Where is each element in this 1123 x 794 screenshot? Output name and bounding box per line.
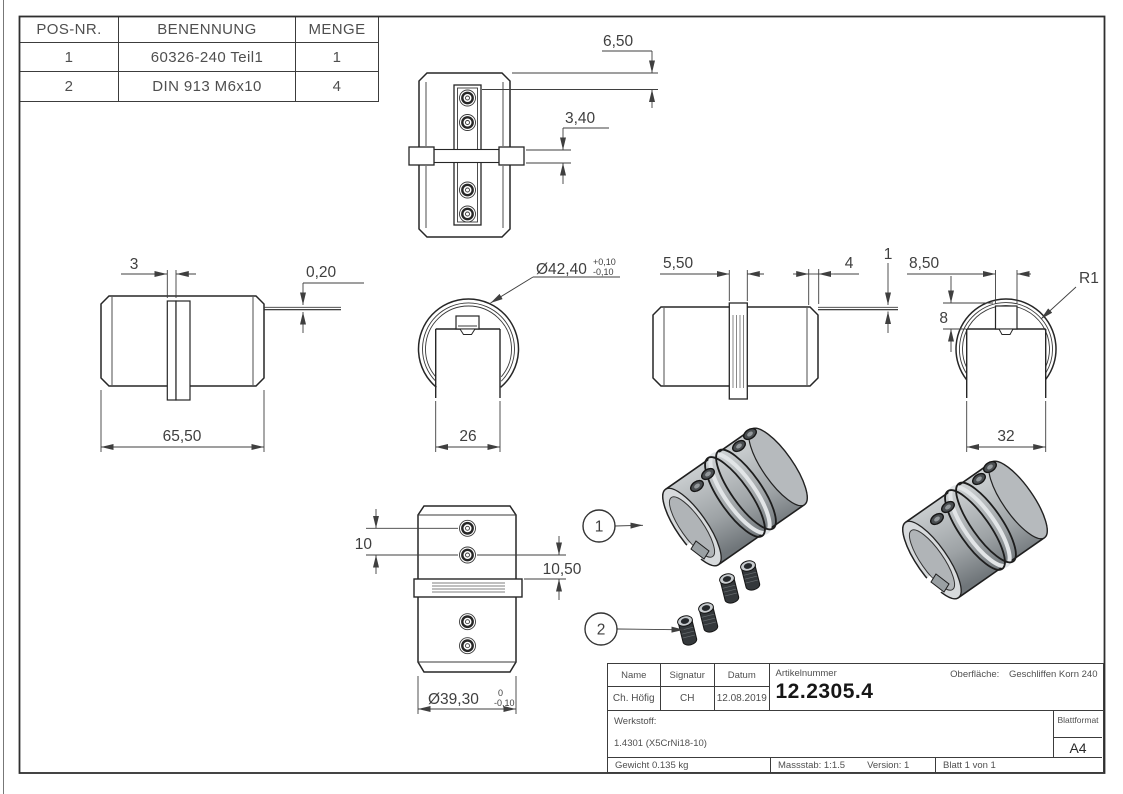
dim-65-50-text: 65,50 bbox=[163, 428, 202, 445]
dim-r1: R1 bbox=[1040, 270, 1099, 320]
tb-blattformat-label: Blattformat bbox=[1057, 715, 1099, 725]
tb-gewicht: Gewicht 0.135 kg bbox=[608, 757, 771, 773]
dim-26-text: 26 bbox=[459, 428, 476, 445]
dim-r1-text: R1 bbox=[1079, 270, 1099, 287]
dim-dia-42-40-tol-plus: +0,10 bbox=[593, 257, 616, 267]
balloon-1: 1 bbox=[582, 509, 644, 543]
tb-artikelnummer-value: 12.2305.4 bbox=[775, 680, 874, 703]
dim-dia-42-40-text: Ø42,40 bbox=[536, 261, 587, 278]
tb-oberflaeche: Oberfläche: Geschliffen Korn 240 bbox=[950, 669, 1097, 680]
tb-datum-label: Datum bbox=[715, 664, 770, 687]
dim-dia-39-30-tol-top: 0 bbox=[498, 688, 503, 698]
bom-table: POS-NR. BENENNUNG MENGE 1 60326-240 Teil… bbox=[19, 16, 379, 102]
tb-datum-value: 12.08.2019 bbox=[715, 687, 770, 711]
dim-dia-42-40: Ø42,40 +0,10 -0,10 bbox=[490, 257, 620, 304]
iso-view-2 bbox=[893, 454, 1056, 607]
dim-65-50: 65,50 bbox=[100, 390, 265, 452]
side-view-left bbox=[100, 295, 341, 401]
bom-row1-pos: 1 bbox=[20, 43, 119, 72]
bom-header-menge: MENGE bbox=[296, 17, 378, 43]
set-screws bbox=[676, 558, 762, 648]
section-view-right bbox=[955, 298, 1057, 398]
bom-row1-name: 60326-240 Teil1 bbox=[119, 43, 296, 72]
dim-10-50-text: 10,50 bbox=[543, 561, 582, 578]
balloon-1-label: 1 bbox=[595, 519, 604, 536]
dim-8-50: 8,50 bbox=[907, 255, 1031, 304]
dim-10-50: 10,50 bbox=[477, 536, 582, 600]
dim-3: 3 bbox=[121, 256, 196, 298]
dim-1-text: 1 bbox=[884, 246, 893, 263]
dim-8: 8 bbox=[939, 276, 993, 352]
dim-5-50: 5,50 bbox=[660, 255, 764, 301]
tb-blattformat-cell: Blattformat A4 bbox=[1054, 711, 1102, 758]
top-view bbox=[408, 72, 525, 238]
balloon-2-label: 2 bbox=[597, 622, 606, 639]
tb-werkstoff-value: 1.4301 (X5CrNi18-10) bbox=[614, 738, 707, 749]
tb-name-value: Ch. Höfig bbox=[608, 687, 661, 711]
dim-0-20-text: 0,20 bbox=[306, 264, 337, 281]
tb-massstab-cell: Massstab: 1:1.5 Version: 1 bbox=[771, 757, 936, 773]
dim-4: 4 bbox=[793, 255, 859, 305]
tb-artikelnummer-label: Artikelnummer bbox=[775, 668, 837, 679]
tb-blattformat-value: A4 bbox=[1054, 737, 1102, 759]
dim-dia-39-30-text: Ø39,30 bbox=[428, 691, 479, 708]
side-view-right bbox=[652, 302, 898, 400]
tb-werkstoff-label: Werkstoff: bbox=[614, 716, 657, 727]
title-block: Name Signatur Datum Ch. Höfig CH 12.08.2… bbox=[607, 663, 1104, 773]
dim-1: 1 bbox=[884, 246, 893, 333]
dim-3-text: 3 bbox=[130, 256, 139, 273]
tb-name-label: Name bbox=[608, 664, 661, 687]
tb-oberflaeche-label: Oberfläche: bbox=[950, 669, 1000, 680]
front-view-holes bbox=[459, 519, 476, 655]
dim-3-40: 3,40 bbox=[526, 110, 609, 184]
dim-6-50: 6,50 bbox=[482, 33, 658, 108]
dim-dia-39-30-tol-bottom: -0,10 bbox=[494, 698, 515, 708]
tb-massstab: Massstab: 1:1.5 bbox=[778, 759, 846, 771]
dim-6-50-text: 6,50 bbox=[603, 33, 634, 50]
top-view-holes bbox=[459, 89, 476, 223]
tb-signatur-value: CH bbox=[660, 687, 715, 711]
bom-header-benennung: BENENNUNG bbox=[119, 17, 296, 43]
dim-10-text: 10 bbox=[355, 536, 373, 553]
dim-3-40-text: 3,40 bbox=[565, 110, 596, 127]
sheet-border bbox=[18, 15, 1106, 774]
bom-row2-name: DIN 913 M6x10 bbox=[119, 72, 296, 101]
dim-5-50-text: 5,50 bbox=[663, 255, 694, 272]
dim-8-text: 8 bbox=[939, 310, 948, 327]
bom-header-pos: POS-NR. bbox=[20, 17, 119, 43]
bom-row2-pos: 2 bbox=[20, 72, 119, 101]
dim-26: 26 bbox=[435, 401, 501, 452]
section-view-left bbox=[417, 298, 520, 398]
tb-signatur-label: Signatur bbox=[660, 664, 715, 687]
dim-dia-42-40-tol-minus: -0,10 bbox=[593, 267, 614, 277]
front-view bbox=[413, 505, 523, 673]
dim-32-text: 32 bbox=[997, 428, 1014, 445]
dim-0-20: 0,20 bbox=[300, 264, 364, 333]
iso-view-1 bbox=[653, 421, 816, 574]
dim-dia-39-30: Ø39,30 0 -0,10 bbox=[417, 676, 517, 714]
dim-4-text: 4 bbox=[845, 255, 854, 272]
dim-32: 32 bbox=[966, 401, 1047, 452]
bom-row1-qty: 1 bbox=[296, 43, 378, 72]
tb-artikelnummer-cell: Artikelnummer 12.2305.4 Oberfläche: Gesc… bbox=[769, 664, 1104, 711]
tb-blatt: Blatt 1 von 1 bbox=[943, 759, 996, 771]
tb-oberflaeche-value: Geschliffen Korn 240 bbox=[1008, 669, 1098, 680]
tb-version: Version: 1 bbox=[867, 759, 910, 771]
dim-8-50-text: 8,50 bbox=[909, 255, 940, 272]
tb-werkstoff-cell: Werkstoff: 1.4301 (X5CrNi18-10) bbox=[608, 711, 1054, 758]
bom-row2-qty: 4 bbox=[332, 78, 342, 95]
balloon-2: 2 bbox=[584, 612, 685, 646]
dim-10: 10 bbox=[355, 509, 458, 574]
